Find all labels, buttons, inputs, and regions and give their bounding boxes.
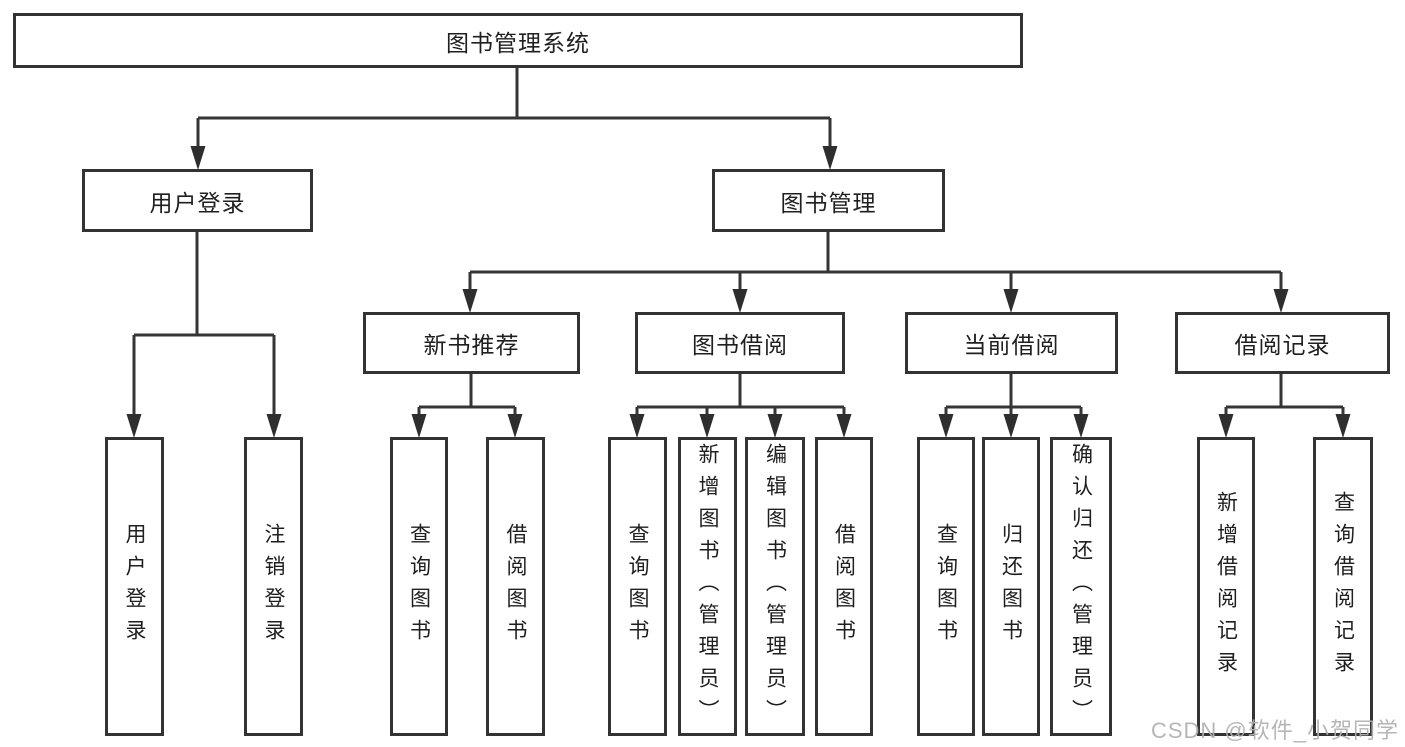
node-label: 图书借阅: [692, 332, 788, 358]
node-label: 借阅记录: [1234, 332, 1331, 358]
node-label: 查询借阅记录: [1331, 490, 1355, 683]
node-book-borrow: 图书借阅: [635, 312, 845, 374]
node-label: 新书推荐: [423, 332, 520, 358]
node-label: 用户登录: [123, 522, 146, 651]
csdn-watermark: CSDN @软件_小贺同学: [1150, 718, 1399, 743]
node-current-borrow: 当前借阅: [905, 312, 1118, 374]
node-label: 借阅图书: [832, 522, 856, 651]
leaf-query-borrow-record: 查询借阅记录: [1313, 437, 1373, 736]
node-label: 查询图书: [934, 522, 958, 651]
node-new-book-recommend: 新书推荐: [363, 312, 580, 374]
node-label: 新增图书（管理员）: [696, 442, 719, 731]
leaf-add-books-admin: 新增图书（管理员）: [678, 437, 737, 736]
node-label: 用户登录: [149, 189, 246, 216]
node-label: 确认归还（管理员）: [1069, 442, 1093, 731]
node-label: 查询图书: [407, 522, 431, 651]
node-label: 图书管理系统: [446, 29, 590, 56]
leaf-query-books-recommend: 查询图书: [390, 437, 448, 736]
node-label: 归还图书: [999, 522, 1023, 651]
node-label: 注销登录: [262, 522, 285, 651]
leaf-query-books-borrow: 查询图书: [608, 437, 667, 736]
node-book-management: 图书管理: [712, 169, 945, 232]
node-label: 当前借阅: [963, 332, 1060, 358]
node-user-login: 用户登录: [82, 169, 313, 232]
node-label: 查询图书: [626, 522, 649, 651]
leaf-add-borrow-record: 新增借阅记录: [1197, 437, 1255, 736]
leaf-borrow-books: 借阅图书: [815, 437, 873, 736]
leaf-logout: 注销登录: [244, 437, 303, 736]
node-label: 编辑图书（管理员）: [763, 442, 787, 731]
node-borrow-records: 借阅记录: [1175, 312, 1390, 374]
leaf-return-books: 归还图书: [982, 437, 1040, 736]
node-library-management-system: 图书管理系统: [13, 13, 1023, 68]
leaf-confirm-return-admin: 确认归还（管理员）: [1050, 437, 1112, 736]
node-label: 借阅图书: [504, 522, 527, 651]
leaf-query-books-current: 查询图书: [917, 437, 975, 736]
leaf-borrow-books-recommend: 借阅图书: [486, 437, 545, 736]
leaf-edit-books-admin: 编辑图书（管理员）: [745, 437, 805, 736]
leaf-user-login: 用户登录: [105, 437, 164, 736]
node-label: 图书管理: [780, 189, 877, 216]
node-label: 新增借阅记录: [1214, 490, 1238, 683]
